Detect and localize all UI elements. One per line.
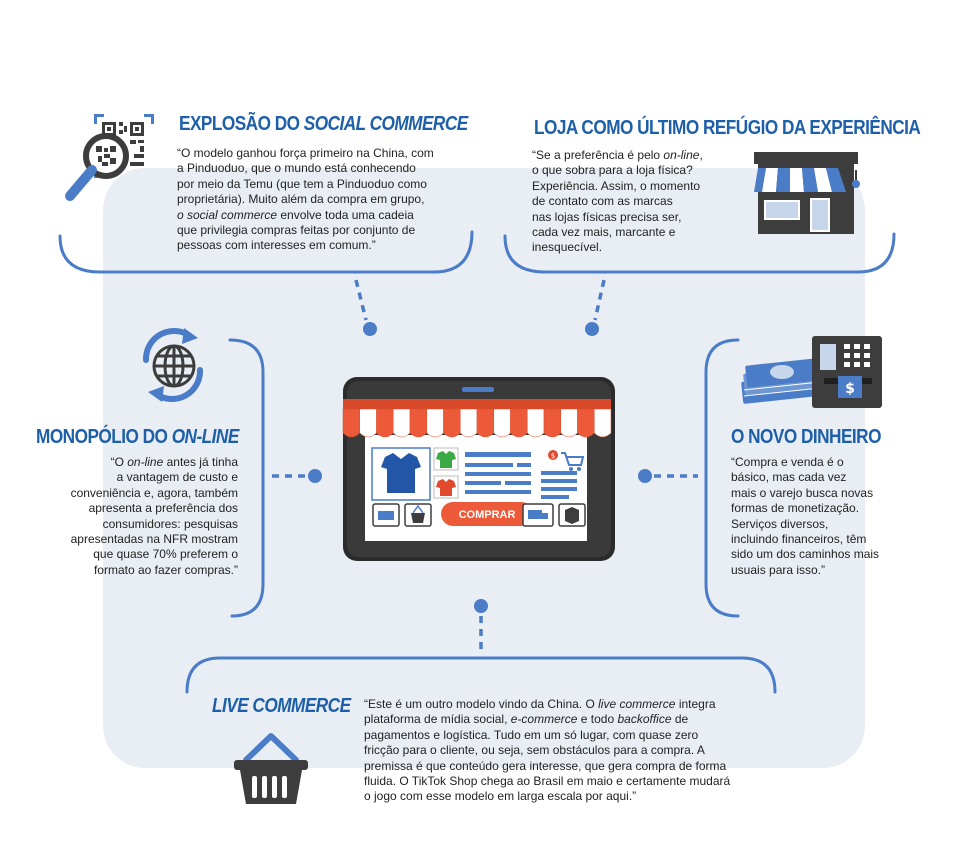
dot-bottom [474,599,488,613]
frame-monopolio [228,338,265,618]
section-title-dinheiro: O NOVO DINHEIRO [731,426,881,448]
qr-code-magnifier-icon [65,114,154,201]
svg-text:$: $ [845,381,855,397]
dot-right [638,469,652,483]
awning-stripe [476,408,494,438]
tablet-store-icon: $ COMPRAR [342,377,615,561]
text-line: inesquecível. [532,240,603,255]
text-line: proprietária). Muito além da compra em g… [177,192,425,207]
text-line: de contato com as marcas [532,194,673,209]
awning-stripe [577,408,595,438]
text-line: que privilegia compras feitas por conjun… [177,223,416,238]
text-line: plataforma de mídia social, e-commerce e… [364,712,689,727]
awning-stripe [426,408,444,438]
comprar-button-label: COMPRAR [459,509,516,521]
text-line: a Pinduoduo, que o mundo está conhecendo [177,161,416,176]
text-line: pagamentos e logística. Tudo em um só lu… [364,727,699,742]
text-line: o social commerce envolve toda uma cadei… [177,207,414,222]
awning-stripe [359,408,377,438]
awning-stripe [460,408,478,438]
text-line: o que sobra para a loja física? [532,163,693,178]
frame-social-commerce [58,230,474,274]
text-line: “O on-line antes já tinha [110,455,238,469]
text-line: premissa é que conteúdo gera interesse, … [364,758,727,773]
awning-stripe [560,408,578,438]
awning [342,399,612,438]
section-text-live: “Este é um outro modelo vindo da China. … [364,697,784,805]
dash-top-right [593,279,606,321]
text-line: fluida. O TikTok Shop chega ao Brasil em… [364,774,731,789]
text-line: “O modelo ganhou força primeiro na China… [177,146,434,160]
text-line: conveniência e, agora, também [70,485,238,500]
text-line: nas lojas físicas precisa ser, [532,209,682,224]
frame-dinheiro [704,338,740,618]
svg-text:$: $ [551,452,555,460]
awning-stripe [342,408,360,438]
text-line: pessoas com interesses em comum.” [177,238,376,253]
globe-sync-icon [142,327,204,403]
shopping-basket-icon [234,733,308,804]
money-atm-icon: $ [741,336,882,408]
text-line: “Se a preferência é pelo on-line, [532,148,703,162]
text-line: sido um dos caminhos mais [731,547,880,562]
awning-stripe [376,408,394,438]
awning-stripe [510,408,528,438]
section-text-loja: “Se a preferência é pelo on-line,o que s… [532,148,732,256]
dot-top-right [585,322,599,336]
section-title-monopolio: MONOPÓLIO DO ON-LINE [36,426,239,448]
text-line: usuais para isso.” [731,562,826,577]
text-line: apresenta a preferência dos [88,501,238,516]
text-line: formas de monetização. [731,501,860,516]
awning-stripe [594,408,612,438]
text-line: cada vez mais, marcante e [532,225,676,240]
awning-stripe [443,408,461,438]
text-line: incluindo financeiros, têm [731,532,867,547]
storefront-icon [754,152,860,234]
text-line: Experiência. Assim, o momento [532,178,701,193]
section-title-live: LIVE COMMERCE [212,695,351,717]
text-line: “Este é um outro modelo vindo da China. … [364,697,716,711]
awning-stripe [527,408,545,438]
dash-top-left [354,279,368,321]
section-title-loja: LOJA COMO ÚLTIMO REFÚGIO DA EXPERIÊNCIA [534,117,921,139]
awning-stripe [409,408,427,438]
text-line: Serviços diversos, [731,516,829,531]
text-line: formato ao fazer compras.” [93,562,238,577]
text-line: mais o varejo busca novas [731,485,874,500]
dot-top-left [363,322,377,336]
awning-stripe [493,408,511,438]
awning-stripe [393,408,411,438]
text-line: consumidores: pesquisas [102,516,238,531]
section-text-social-commerce: “O modelo ganhou força primeiro na China… [177,146,477,254]
text-line: a vantagem de custo e [116,470,238,485]
frame-live [185,656,777,694]
section-title-social-commerce: EXPLOSÃO DO SOCIAL COMMERCE [179,113,468,135]
text-line: “Compra e venda é o [731,455,844,469]
awning-stripe [543,408,561,438]
text-line: por meio da Temu (que tem a Pinduoduo co… [177,176,427,191]
frame-loja [503,232,896,274]
text-line: o jogo com esse modelo em larga escala p… [364,789,637,804]
dot-left [308,469,322,483]
text-line: apresentadas na NFR mostram [70,532,238,547]
text-line: fricção para o cliente, ou seja, sem obs… [364,743,705,758]
text-line: que quase 70% preferem o [93,547,238,562]
text-line: básico, mas cada vez [731,470,847,485]
